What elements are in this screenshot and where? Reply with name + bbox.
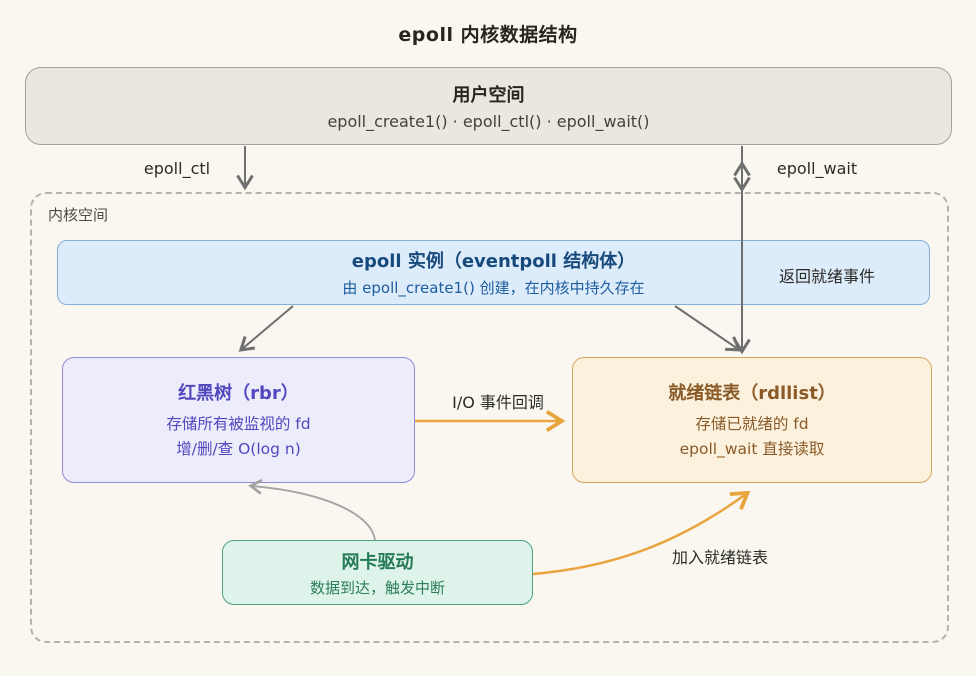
user-space-box: 用户空间 epoll_create1() · epoll_ctl() · epo… [25,67,952,145]
edge-label-join-ready-list: 加入就绪链表 [671,548,768,567]
nic-driver-subtitle: 数据到达，触发中断 [309,578,445,597]
nic-driver-title: 网卡驱动 [341,551,414,573]
page-title: epoll 内核数据结构 [398,24,578,46]
rbtree-title: 红黑树（rbr） [178,383,299,405]
epoll-instance-subtitle: 由 epoll_create1() 创建，在内核中持久存在 [342,279,645,297]
nic-driver-box: 网卡驱动 数据到达，触发中断 [222,540,533,605]
ready-list-box: 就绪链表（rdllist） 存储已就绪的 fd epoll_wait 直接读取 [572,357,932,483]
rbtree-line1: 存储所有被监视的 fd [166,415,311,434]
rbtree-line2: 增/删/查 O(log n) [176,439,301,458]
nic-driver-content: 网卡驱动 数据到达，触发中断 [223,541,532,604]
epoll-instance-box: epoll 实例（eventpoll 结构体） 由 epoll_create1(… [57,240,930,305]
ready-list-content: 就绪链表（rdllist） 存储已就绪的 fd epoll_wait 直接读取 [573,358,931,482]
user-space-title: 用户空间 [452,85,525,106]
edge-label-epoll-wait: epoll_wait [776,159,858,178]
epoll-instance-title: epoll 实例（eventpoll 结构体） [351,251,636,272]
ready-list-line2: epoll_wait 直接读取 [679,439,825,458]
user-space-syscalls: epoll_create1() · epoll_ctl() · epoll_wa… [327,112,650,131]
rbtree-content: 红黑树（rbr） 存储所有被监视的 fd 增/删/查 O(log n) [63,358,414,482]
kernel-space-region [30,192,949,643]
ready-list-line1: 存储已就绪的 fd [695,415,809,434]
rbtree-box: 红黑树（rbr） 存储所有被监视的 fd 增/删/查 O(log n) [62,357,415,483]
user-space-content: 用户空间 epoll_create1() · epoll_ctl() · epo… [26,68,951,144]
edge-label-return-ready-events: 返回就绪事件 [778,267,875,286]
ready-list-title: 就绪链表（rdllist） [668,383,836,405]
edge-label-io-callback: I/O 事件回调 [452,393,544,412]
epoll-instance-content: epoll 实例（eventpoll 结构体） 由 epoll_create1(… [58,241,929,304]
edge-label-epoll-ctl: epoll_ctl [143,159,211,178]
kernel-space-label: 内核空间 [48,206,109,224]
